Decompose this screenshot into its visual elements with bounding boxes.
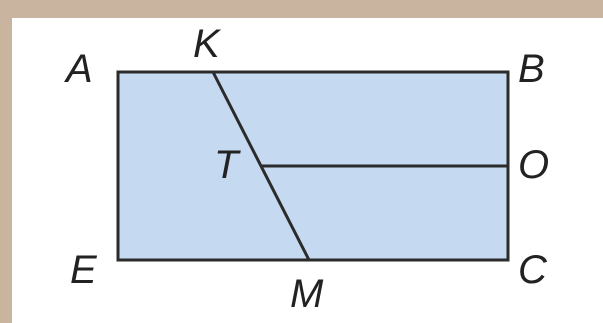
label-e: E: [70, 248, 98, 292]
label-c: C: [518, 248, 548, 292]
label-o: O: [518, 143, 549, 187]
label-m: M: [290, 272, 324, 316]
label-k: K: [193, 22, 222, 66]
label-t: T: [214, 143, 241, 187]
label-a: A: [64, 47, 93, 91]
label-b: B: [518, 47, 545, 91]
